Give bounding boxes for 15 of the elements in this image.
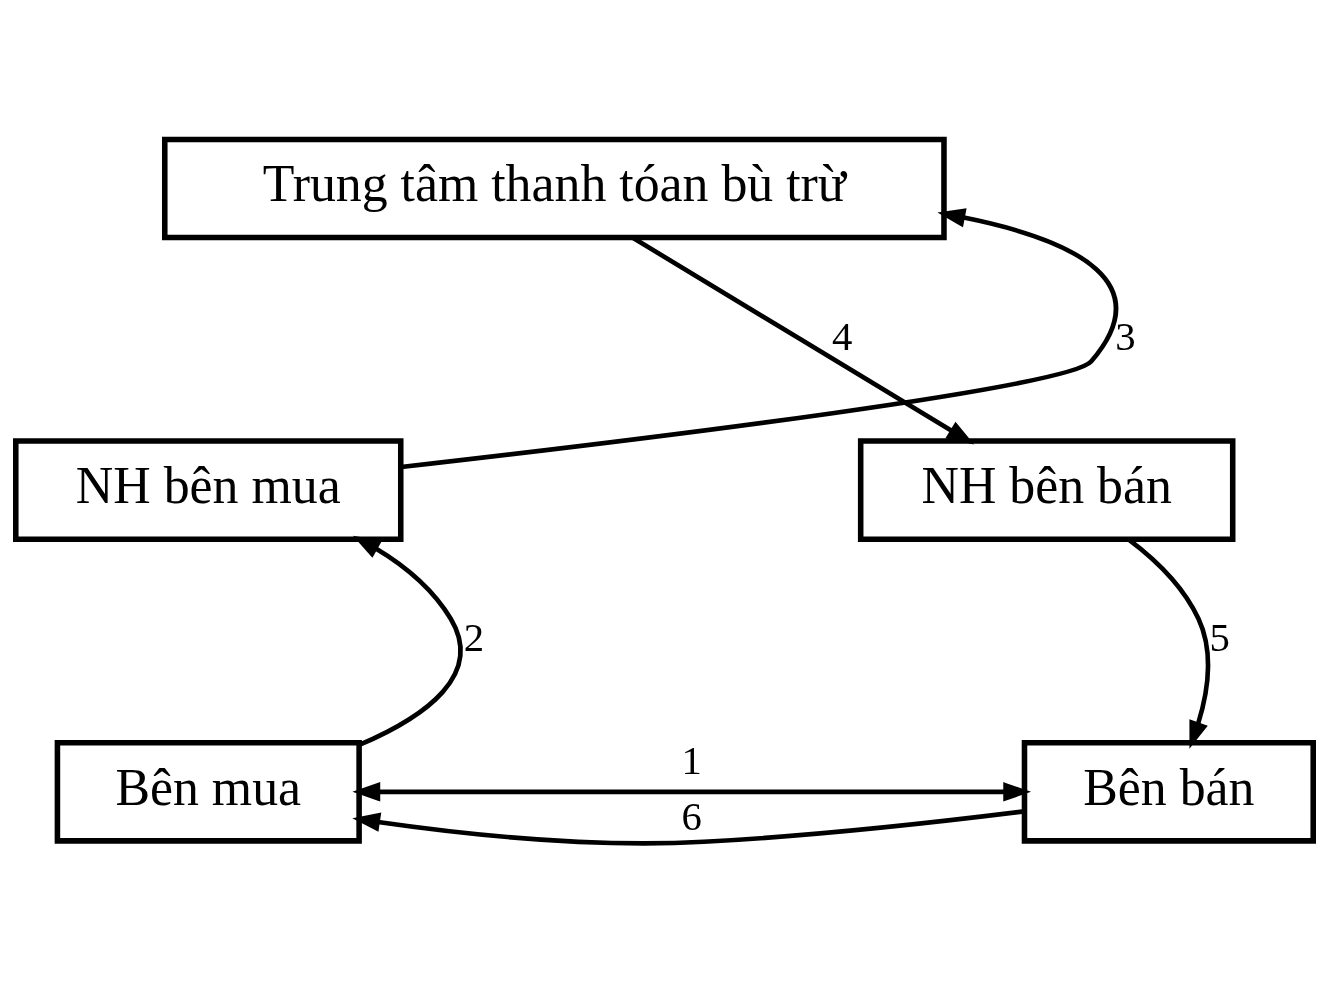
node-box: Trung tâm thanh tóan bù trừ (162, 136, 947, 241)
node-box: NH bên bán (857, 438, 1236, 542)
edge-label: 6 (681, 793, 702, 839)
edge-label: 5 (1209, 615, 1230, 661)
edge-label: 2 (463, 615, 485, 661)
node-box: NH bên mua (13, 438, 404, 542)
arrow (352, 535, 463, 748)
node-box: Bên bán (1021, 740, 1316, 844)
arrow (400, 208, 1119, 470)
node-box: Bên mua (54, 740, 362, 844)
arrow (352, 782, 1032, 802)
edge-label: 4 (832, 313, 853, 359)
edge-label: 1 (681, 738, 702, 784)
arrow (352, 809, 1025, 846)
edge-label: 3 (1115, 313, 1136, 359)
